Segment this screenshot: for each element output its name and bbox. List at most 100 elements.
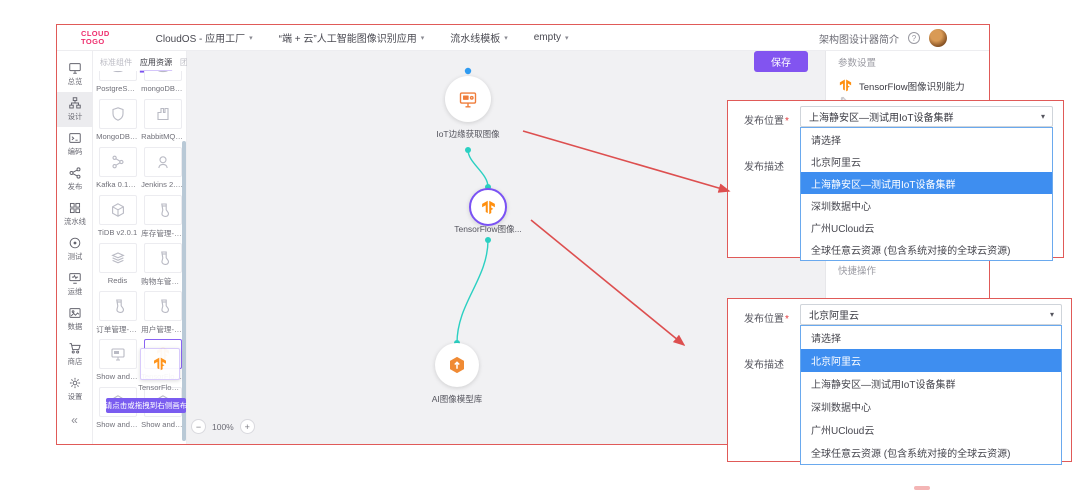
tensorflow-icon	[152, 356, 168, 372]
required-mark: *	[785, 314, 789, 325]
cube-icon	[110, 202, 126, 218]
topbar-menu-1[interactable]: “端 + 云”人工智能图像识别应用 ▾	[278, 34, 425, 45]
sock-icon	[155, 298, 171, 314]
drag-hint-tooltip: 请点击或拖拽到右侧画布	[105, 398, 187, 413]
dropdown-option[interactable]: 深圳数据中心	[811, 201, 871, 213]
dropdown-option[interactable]: 全球任意云资源 (包含系统对接的全球云资源)	[811, 245, 1011, 257]
help-icon[interactable]: ?	[908, 32, 920, 44]
palette-item-1[interactable]: mongoDB 3...	[140, 71, 185, 99]
nav-item-pipeline[interactable]: 流水线	[57, 197, 93, 232]
chevron-down-icon: ▾	[504, 34, 508, 42]
palette-item-9[interactable]: 购物车管理-...	[140, 243, 185, 291]
connector-line	[467, 149, 489, 188]
database-icon	[110, 71, 126, 74]
box-icon	[110, 250, 126, 266]
dropdown-option[interactable]: 全球任意云资源 (包含系统对接的全球云资源)	[811, 449, 1011, 460]
nav-item-deploy[interactable]: 发布	[57, 162, 93, 197]
iot-camera-icon	[458, 89, 478, 109]
save-button[interactable]: 保存	[754, 51, 808, 72]
nav-item-test[interactable]: 测试	[57, 232, 93, 267]
nav-item-store[interactable]: 商店	[57, 337, 93, 372]
publish-location-panel-2: 发布位置* 北京阿里云 ▾ 发布描述 请选择北京阿里云上海静安区—测试用IoT设…	[727, 298, 1072, 465]
drag-ghost-label: TensorFlow ...	[138, 383, 182, 392]
dropdown-option[interactable]: 广州UCloud云	[811, 223, 875, 235]
topbar-menu-3[interactable]: empty ▾	[533, 32, 569, 43]
rabbit-icon	[155, 106, 171, 122]
nav-item-settings[interactable]: 设置	[57, 372, 93, 407]
nav-item-ops[interactable]: 运维	[57, 267, 93, 302]
palette-item-8[interactable]: Redis	[95, 243, 140, 291]
required-mark: *	[785, 116, 789, 127]
quick-actions-label: 快捷操作	[838, 266, 877, 277]
palette-scrollbar[interactable]	[182, 141, 186, 441]
node-tensorflow[interactable]	[469, 188, 507, 226]
dropdown-option[interactable]: 北京阿里云	[811, 157, 861, 169]
dropdown-option[interactable]: 请选择	[811, 135, 841, 147]
node-label: AI图像模型库	[431, 394, 483, 404]
ai-hexagon-icon	[447, 355, 467, 375]
selected-node-summary: TensorFlow图像识别能力	[838, 78, 965, 93]
nav-item-design[interactable]: 设计	[56, 92, 93, 127]
palette-item-4[interactable]: Kafka 0.10.1.0	[95, 147, 140, 195]
node-iot-edge[interactable]	[445, 76, 491, 122]
publish-location-select[interactable]: 北京阿里云 ▾	[800, 304, 1062, 325]
flow-canvas[interactable]: IoT边缘获取图像 TensorFlow图像... AI图像模型库 − 100%…	[187, 51, 825, 444]
palette-item-6[interactable]: TiDB v2.0.1	[95, 195, 140, 243]
kafka-icon	[110, 154, 126, 170]
palette-item-0[interactable]: PostgreSQL ...	[95, 71, 140, 99]
node-label: IoT边缘获取图像	[436, 129, 500, 139]
shield-icon	[110, 106, 126, 122]
publish-location-label: 发布位置*	[744, 116, 789, 127]
topbar: CLOUD TOGO CloudOS - 应用工厂 ▾ “端 + 云”人工智能图…	[57, 25, 989, 51]
deploy-icon	[68, 166, 82, 180]
design-icon	[68, 96, 82, 110]
sock-icon	[110, 298, 126, 314]
user-avatar[interactable]	[929, 29, 947, 47]
zoom-out-button[interactable]: −	[191, 419, 206, 434]
selected-node-title: TensorFlow图像识别能力	[859, 81, 965, 93]
select-value: 北京阿里云	[809, 311, 859, 322]
publish-location-select[interactable]: 上海静安区—测试用IoT设备集群 ▾	[800, 106, 1053, 127]
dropdown-option[interactable]: 广州UCloud云	[811, 426, 875, 437]
nav-item-code[interactable]: 编码	[57, 127, 93, 162]
publish-desc-label: 发布描述	[744, 360, 784, 371]
topbar-menu-2[interactable]: 流水线模板 ▾	[450, 34, 508, 45]
palette-item-11[interactable]: 用户管理-袜...	[140, 291, 185, 339]
tensorflow-icon	[480, 199, 497, 216]
connector-dot[interactable]	[485, 237, 491, 243]
select-value: 上海静安区—测试用IoT设备集群	[809, 113, 954, 124]
node-ai-model-lib[interactable]	[435, 343, 479, 387]
tab-standard-components[interactable]: 标准组件	[99, 57, 133, 67]
topbar-menu-0[interactable]: CloudOS - 应用工厂 ▾	[155, 34, 253, 45]
database-icon	[155, 71, 171, 74]
jenkins-icon	[155, 154, 171, 170]
dropdown-option[interactable]: 上海静安区—测试用IoT设备集群	[801, 172, 1052, 194]
blue-anchor-dot[interactable]	[464, 67, 472, 75]
collapse-sidebar-icon[interactable]: «	[71, 413, 78, 427]
zoom-in-button[interactable]: +	[239, 419, 255, 434]
chevron-down-icon: ▾	[564, 34, 569, 42]
dropdown-option[interactable]: 深圳数据中心	[811, 403, 871, 414]
nav-item-data[interactable]: 数据	[57, 302, 93, 337]
dropdown-option[interactable]: 上海静安区—测试用IoT设备集群	[811, 380, 956, 391]
nav-item-overview[interactable]: 总览	[57, 57, 93, 92]
artifact-mark	[914, 486, 930, 490]
drag-ghost-tensorflow[interactable]: TensorFlow ...	[137, 348, 183, 392]
palette-item-2[interactable]: MongoDB 3...	[95, 99, 140, 147]
params-panel-title: 参数设置	[838, 58, 877, 69]
code-icon	[68, 131, 82, 145]
designer-intro-link[interactable]: 架构图设计器简介	[819, 34, 899, 46]
palette-item-5[interactable]: Jenkins 2.60.3	[140, 147, 185, 195]
store-icon	[68, 341, 82, 355]
dropdown-option[interactable]: 请选择	[811, 334, 841, 345]
cloudtogo-logo[interactable]: CLOUD TOGO	[81, 28, 110, 46]
palette-item-3[interactable]: RabbitMQ 3...	[140, 99, 185, 147]
palette-item-12[interactable]: Show and Te...	[95, 339, 140, 387]
settings-icon	[68, 376, 82, 390]
palette-item-10[interactable]: 订单管理-袜...	[95, 291, 140, 339]
palette-item-7[interactable]: 库存管理-袜...	[140, 195, 185, 243]
zoom-control: − 100% +	[191, 419, 255, 434]
dropdown-option[interactable]: 北京阿里云	[801, 349, 1061, 372]
connector-dot[interactable]	[465, 147, 471, 153]
